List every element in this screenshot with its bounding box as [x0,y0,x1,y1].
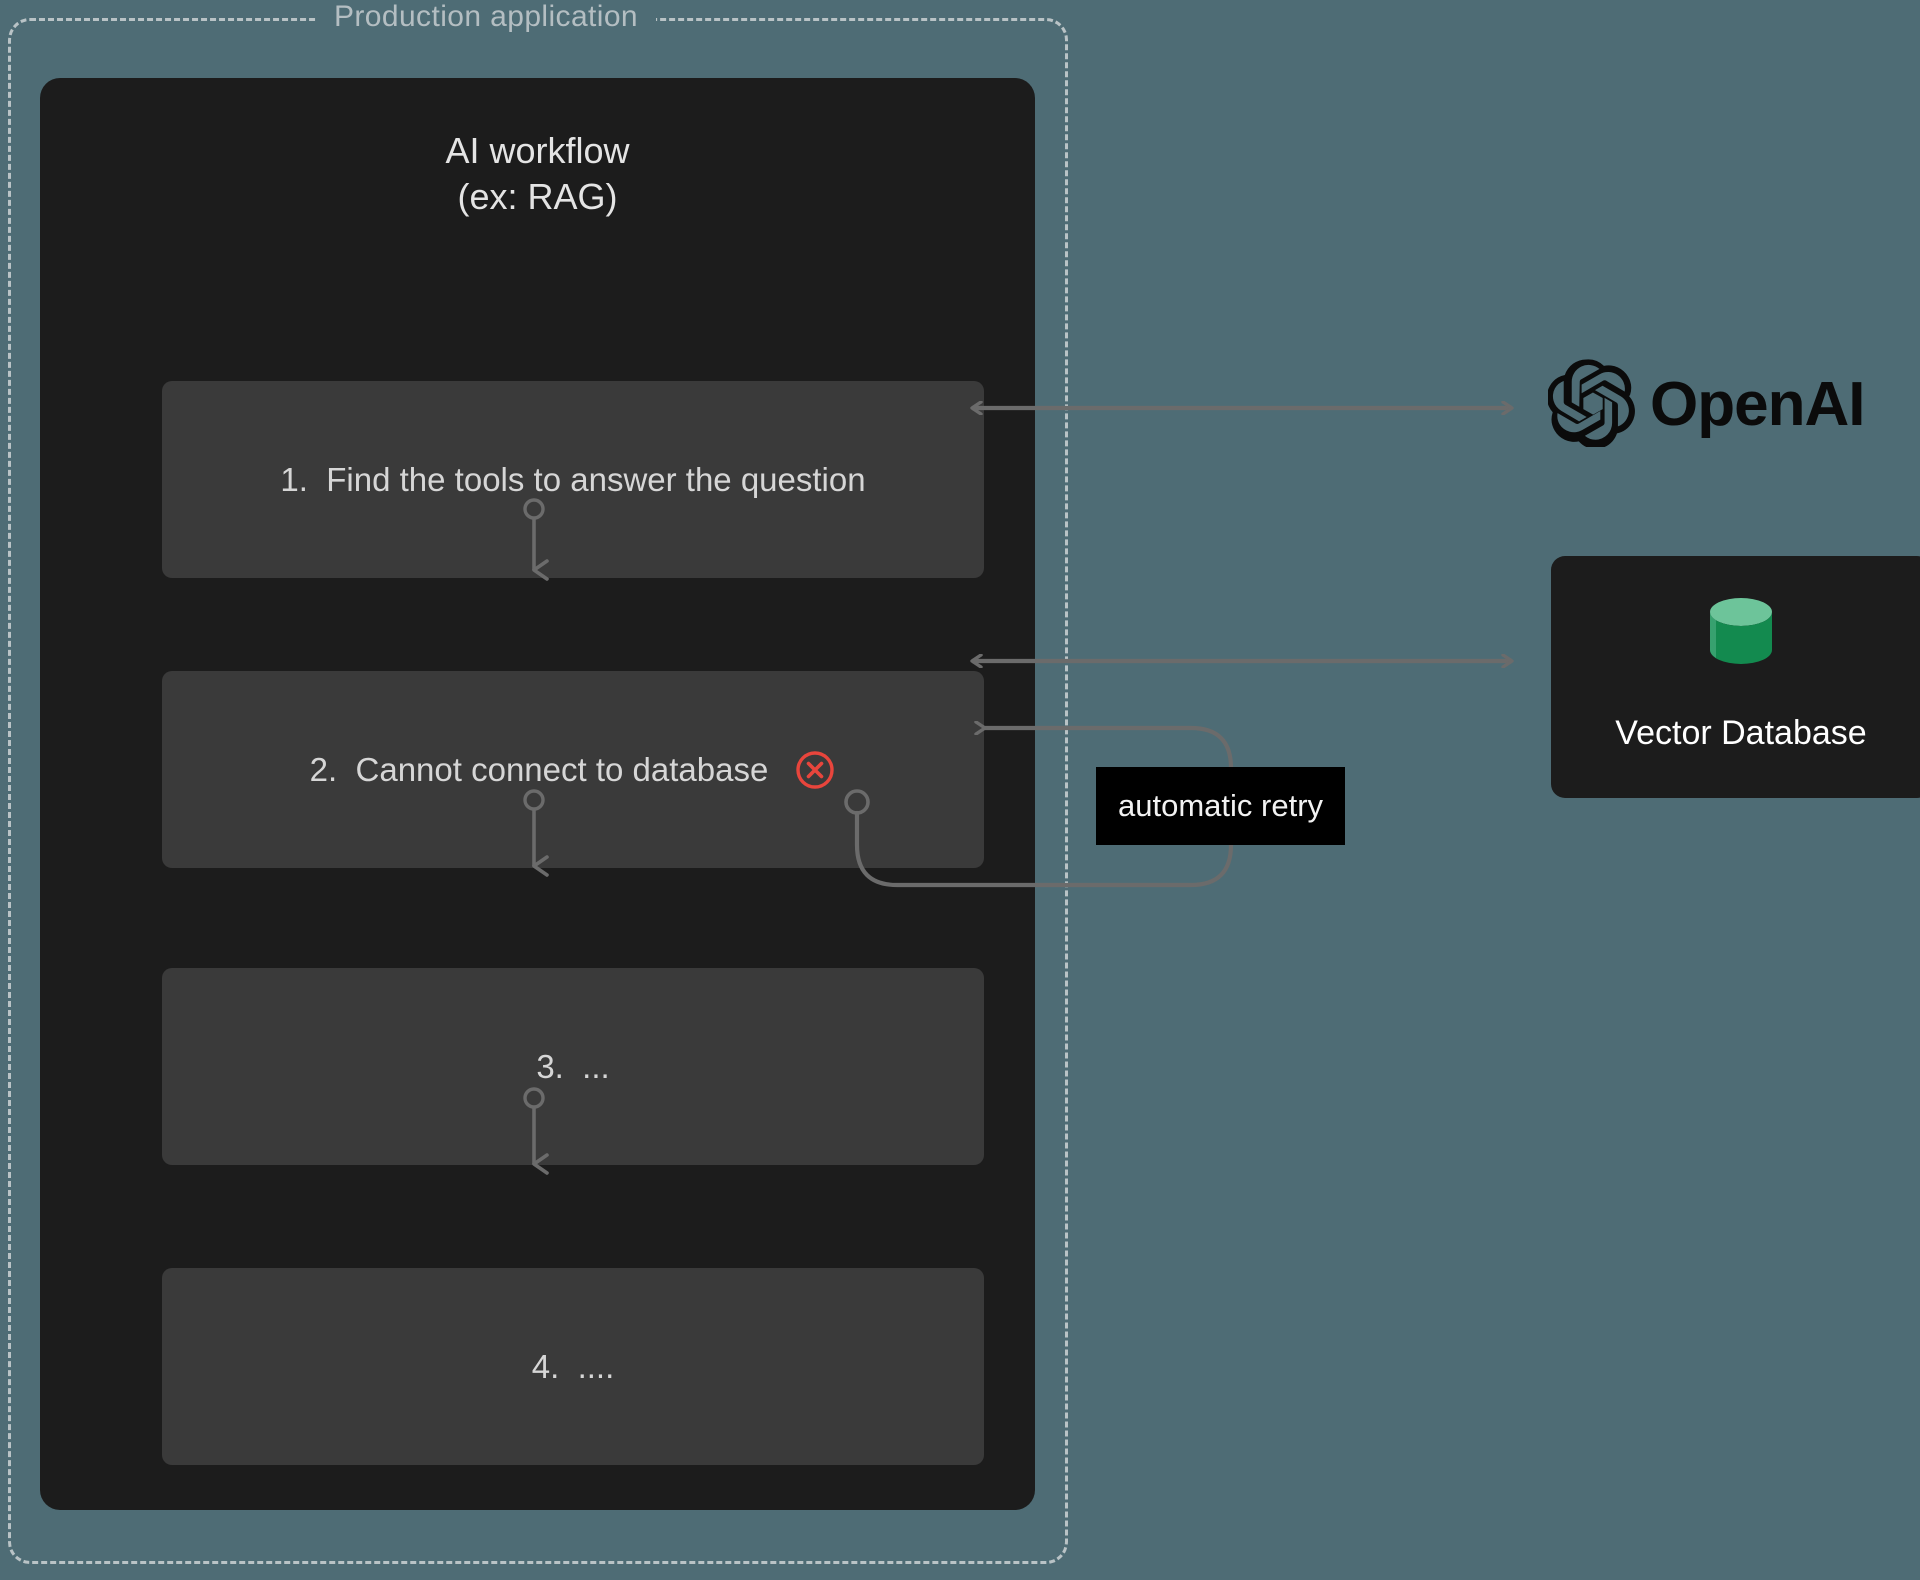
workflow-step-3[interactable]: 3. ... [162,968,984,1165]
error-circle-x-icon [794,749,836,791]
workflow-step-2[interactable]: 2. Cannot connect to database [162,671,984,868]
workflow-step-2-label: 2. Cannot connect to database [309,750,769,788]
workflow-step-4-label: 4. .... [531,1347,615,1385]
ai-workflow-heading: AI workflow (ex: RAG) [445,130,630,218]
openai-wordmark: OpenAI [1650,370,1865,439]
database-cylinder-icon [1551,594,1920,674]
workflow-step-3-label: 3. ... [536,1047,610,1085]
vector-database-label: Vector Database [1615,714,1867,752]
openai-logo-icon [1546,358,1636,452]
ai-workflow-panel: AI workflow (ex: RAG) 1. Find the tools … [40,78,1035,1510]
workflow-step-1[interactable]: 1. Find the tools to answer the question [162,381,984,578]
automatic-retry-label: automatic retry [1096,767,1346,845]
workflow-step-4[interactable]: 4. .... [162,1268,984,1465]
openai-service[interactable]: OpenAI [1546,355,1908,455]
vector-database-service[interactable]: Vector Database [1551,556,1920,798]
workflow-step-1-label: 1. Find the tools to answer the question [280,460,866,498]
production-application-title: Production application [316,0,656,36]
